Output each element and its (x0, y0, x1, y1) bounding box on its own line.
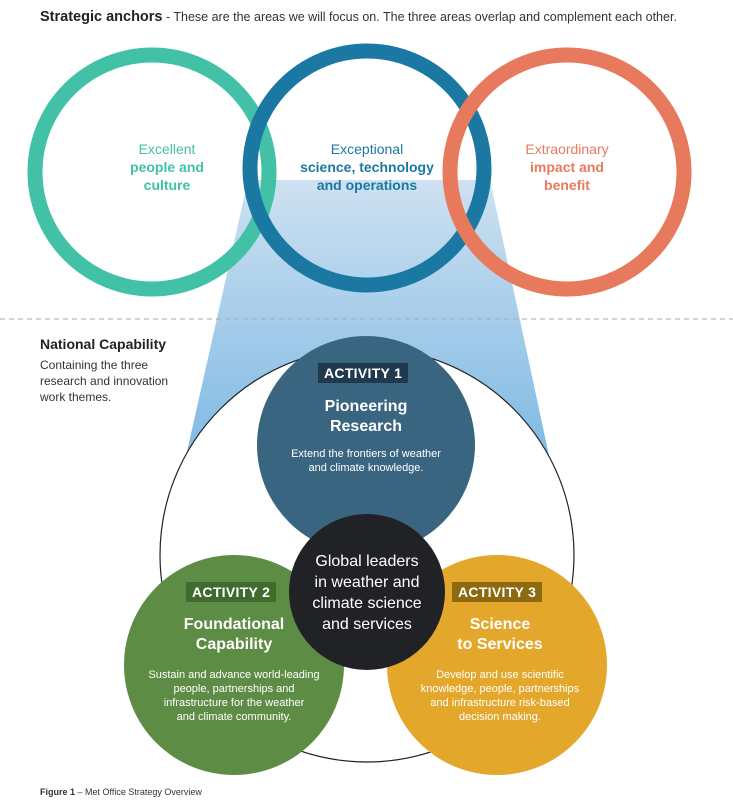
activity-3-description: Develop and use scientific knowledge, pe… (400, 668, 600, 724)
anchor-people-line1: Excellent (138, 141, 196, 157)
activity-2-desc-line1: Sustain and advance world-leading (148, 669, 320, 681)
activity-1-badge: ACTIVITY 1 (318, 363, 409, 383)
center-line1: Global leaders (315, 553, 419, 570)
activity-2-description: Sustain and advance world-leading people… (129, 668, 339, 724)
center-line4: and services (322, 616, 412, 633)
national-capability-title: National Capability (40, 336, 167, 352)
activity-1-desc-line1: Extend the frontiers of weather (291, 448, 441, 460)
activity-3-desc-line1: Develop and use scientific (436, 669, 564, 681)
anchor-ring-impact (442, 47, 692, 297)
anchor-label-impact: Extraordinary impact and benefit (492, 140, 642, 194)
activity-1-description: Extend the frontiers of weather and clim… (271, 447, 461, 475)
activity-3-badge-label: ACTIVITY 3 (452, 582, 543, 602)
activity-1-desc-line2: and climate knowledge. (308, 462, 424, 474)
activity-1-title-line1: Pioneering (324, 398, 408, 415)
center-circle (289, 514, 445, 670)
activity-2-desc-line3: infrastructure for the weather (163, 697, 305, 709)
activity-2-circle (124, 555, 344, 775)
anchor-science-line2b: and operations (316, 177, 418, 193)
anchor-science-line2a: science, technology (300, 159, 434, 175)
strategic-anchors-description: - These are the areas we will focus on. … (162, 10, 677, 24)
strategic-anchors-title: Strategic anchors (40, 9, 163, 25)
anchor-ring-science (242, 43, 492, 293)
activity-3-badge: ACTIVITY 3 (452, 582, 543, 602)
center-line2: in weather and (314, 574, 420, 591)
anchor-science-line1: Exceptional (330, 141, 404, 157)
activity-2-badge-label: ACTIVITY 2 (186, 582, 277, 602)
activity-3-desc-line3: and infrastructure risk-based (430, 697, 570, 709)
activity-3-title: Science to Services (420, 615, 580, 655)
activity-3-title-line1: Science (469, 616, 531, 633)
anchor-label-science: Exceptional science, technology and oper… (282, 140, 452, 194)
anchor-label-people: Excellent people and culture (92, 140, 242, 194)
center-label: Global leaders in weather and climate sc… (297, 551, 437, 635)
figure-caption: Figure 1 – Met Office Strategy Overview (40, 787, 202, 797)
activity-2-badge: ACTIVITY 2 (186, 582, 277, 602)
anchor-people-line2a: people and (130, 159, 204, 175)
anchor-impact-line2b: benefit (544, 177, 590, 193)
activity-1-circle (257, 336, 475, 554)
activity-1-badge-label: ACTIVITY 1 (318, 363, 409, 383)
activity-2-desc-line2: people, partnerships and (173, 683, 295, 695)
strategic-anchors-heading: Strategic anchors - These are the areas … (40, 9, 677, 25)
activity-3-title-line2: to Services (457, 636, 543, 653)
anchor-impact-line1: Extraordinary (525, 141, 609, 157)
activity-2-title-line2: Capability (195, 636, 273, 653)
activity-1-title-line2: Research (329, 418, 403, 435)
center-line3: climate science (312, 595, 422, 612)
anchor-people-line2b: culture (143, 177, 191, 193)
activity-3-desc-line4: decision making. (459, 711, 541, 723)
national-capability-description: Containing the three research and innova… (40, 358, 169, 404)
anchor-impact-line2a: impact and (530, 159, 604, 175)
figure-caption-label: Figure 1 (40, 787, 76, 797)
activity-2-title: Foundational Capability (154, 615, 314, 655)
activity-2-desc-line4: and climate community. (176, 711, 292, 723)
figure-caption-text: – Met Office Strategy Overview (75, 787, 202, 797)
activity-2-title-line1: Foundational (183, 616, 285, 633)
anchor-ring-people (27, 47, 277, 297)
activity-1-title: Pioneering Research (286, 397, 446, 437)
activity-3-desc-line2: knowledge, people, partnerships (420, 683, 580, 695)
